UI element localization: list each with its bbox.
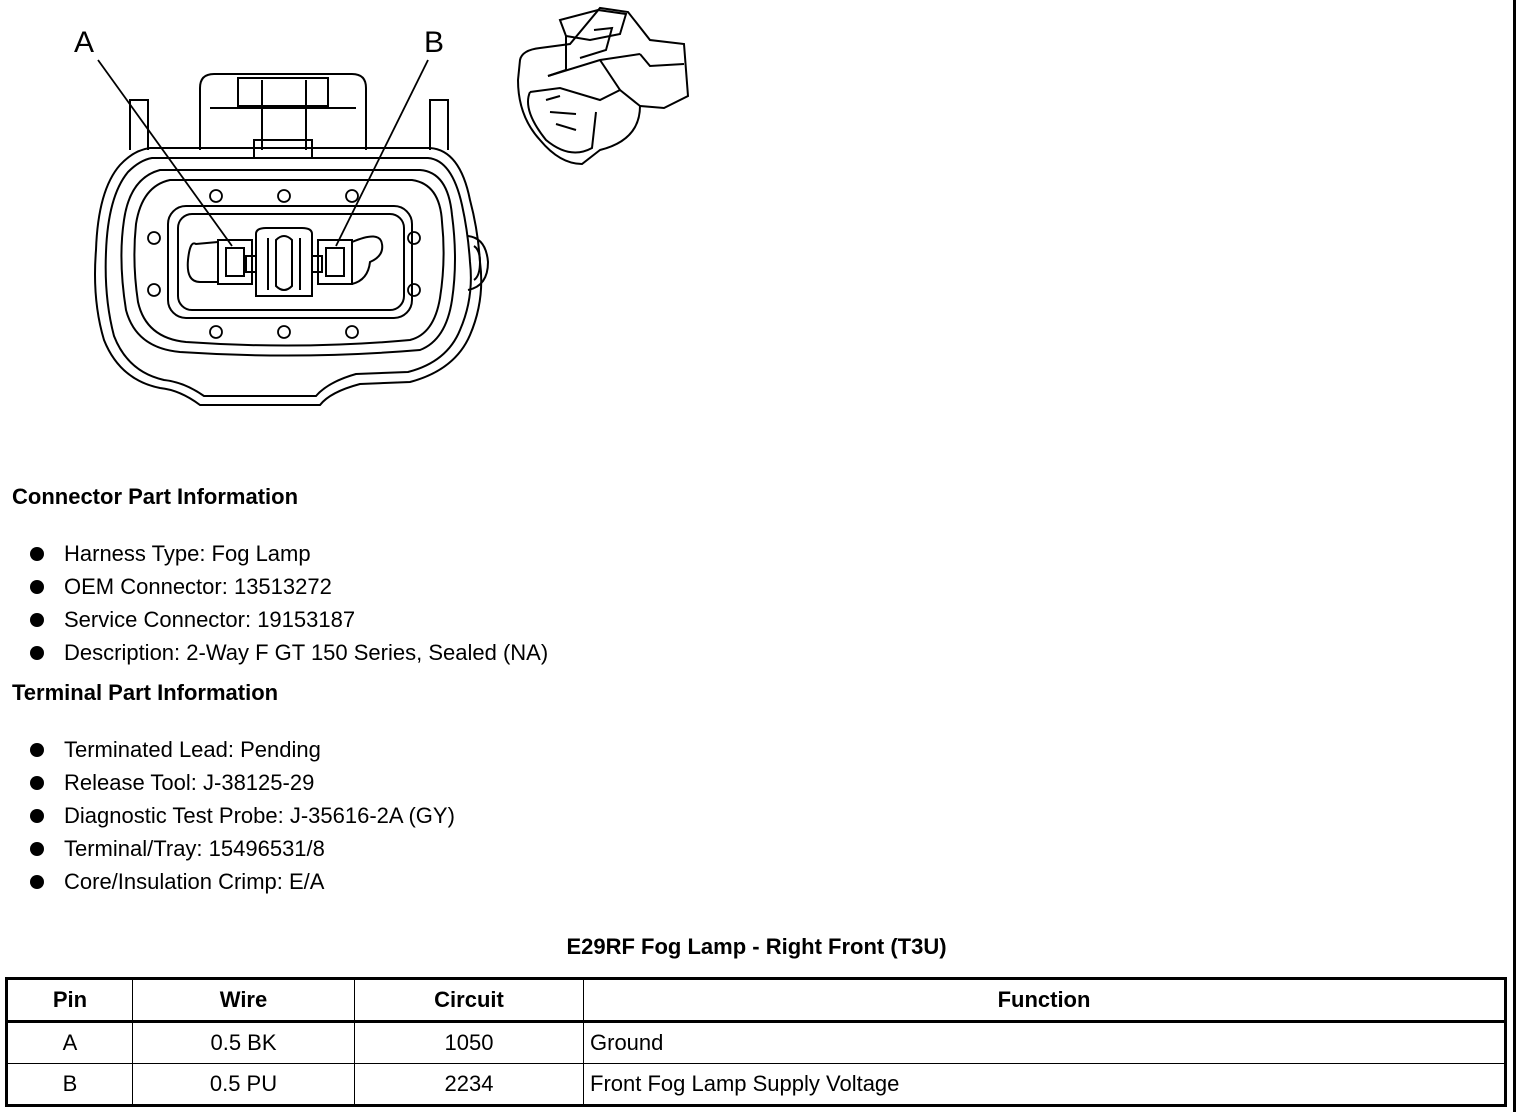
list-item-text: Service Connector: 19153187 xyxy=(64,606,356,632)
list-item-text: Description: 2-Way F GT 150 Series, Seal… xyxy=(64,639,549,665)
list-item-text: Harness Type: Fog Lamp xyxy=(64,540,311,566)
cell-circuit: 1050 xyxy=(354,1021,584,1064)
cell-pin: A xyxy=(6,1021,133,1064)
bullet-icon xyxy=(30,612,44,627)
table-header-row: Pin Wire Circuit Function xyxy=(6,978,1506,1023)
cell-function: Ground xyxy=(583,1021,1506,1064)
terminal-part-info-heading: Terminal Part Information xyxy=(12,680,279,705)
list-item: Core/Insulation Crimp: E/A xyxy=(28,865,455,898)
list-item: Diagnostic Test Probe: J-35616-2A (GY) xyxy=(28,799,455,832)
cell-wire: 0.5 BK xyxy=(132,1021,355,1064)
bullet-icon xyxy=(30,841,44,856)
list-item-text: Diagnostic Test Probe: J-35616-2A (GY) xyxy=(64,802,455,828)
table-row: B 0.5 PU 2234 Front Fog Lamp Supply Volt… xyxy=(6,1063,1506,1106)
seal-holes xyxy=(147,189,421,339)
cell-pin: B xyxy=(6,1063,133,1106)
connector-part-info-list: Harness Type: Fog Lamp OEM Connector: 13… xyxy=(28,537,548,669)
connector-iso-view xyxy=(516,6,690,166)
bullet-icon xyxy=(30,874,44,889)
list-item-text: Release Tool: J-38125-29 xyxy=(64,769,315,795)
bullet-icon xyxy=(30,808,44,823)
page-right-border xyxy=(1513,0,1516,1112)
connector-housing-outline xyxy=(94,147,490,406)
list-item: Service Connector: 19153187 xyxy=(28,603,548,636)
bullet-icon xyxy=(30,775,44,790)
bullet-icon xyxy=(30,742,44,757)
list-item: Harness Type: Fog Lamp xyxy=(28,537,548,570)
list-item: Release Tool: J-38125-29 xyxy=(28,766,455,799)
column-header-circuit: Circuit xyxy=(354,978,584,1023)
list-item: OEM Connector: 13513272 xyxy=(28,570,548,603)
connector-latch xyxy=(199,73,367,159)
column-header-wire: Wire xyxy=(132,978,355,1023)
pin-label-a: A xyxy=(74,26,95,59)
connector-part-info-heading: Connector Part Information xyxy=(12,484,299,509)
connector-face-diagram xyxy=(94,6,690,406)
bullet-icon xyxy=(30,645,44,660)
cell-function: Front Fog Lamp Supply Voltage xyxy=(583,1063,1506,1106)
list-item-text: Core/Insulation Crimp: E/A xyxy=(64,868,325,894)
list-item: Description: 2-Way F GT 150 Series, Seal… xyxy=(28,636,548,669)
pin-label-b: B xyxy=(424,26,445,59)
terminal-part-info-list: Terminated Lead: Pending Release Tool: J… xyxy=(28,733,455,898)
list-item-text: Terminal/Tray: 15496531/8 xyxy=(64,835,325,861)
list-item-text: OEM Connector: 13513272 xyxy=(64,573,332,599)
list-item: Terminal/Tray: 15496531/8 xyxy=(28,832,455,865)
bullet-icon xyxy=(30,579,44,594)
leader-line-b xyxy=(335,59,429,247)
terminal-cavities xyxy=(186,227,384,297)
table-row: A 0.5 BK 1050 Ground xyxy=(6,1021,1506,1064)
leader-line-a xyxy=(97,59,233,247)
column-header-function: Function xyxy=(583,978,1506,1023)
list-item-text: Terminated Lead: Pending xyxy=(64,736,321,762)
cell-wire: 0.5 PU xyxy=(132,1063,355,1106)
cell-circuit: 2234 xyxy=(354,1063,584,1106)
bullet-icon xyxy=(30,546,44,561)
column-header-pin: Pin xyxy=(6,978,133,1023)
pin-table-title: E29RF Fog Lamp - Right Front (T3U) xyxy=(566,934,947,959)
pin-table: Pin Wire Circuit Function A 0.5 BK 1050 … xyxy=(5,977,1507,1107)
list-item: Terminated Lead: Pending xyxy=(28,733,455,766)
